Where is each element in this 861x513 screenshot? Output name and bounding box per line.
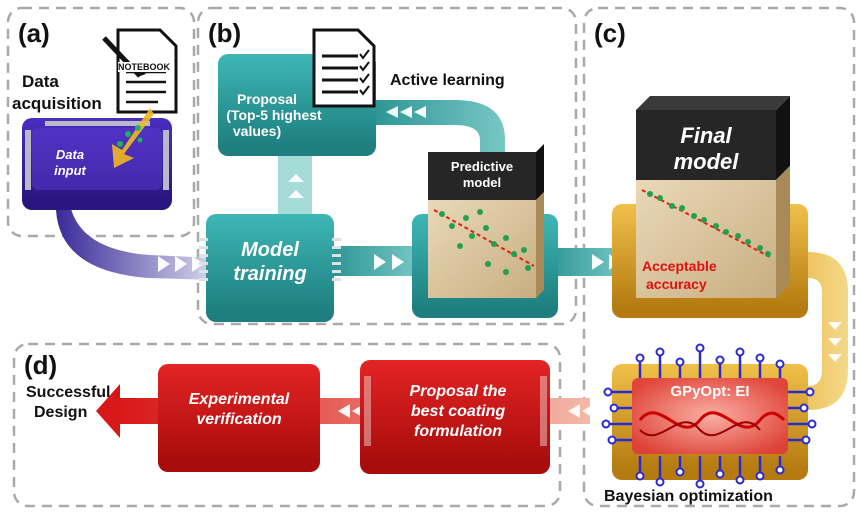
panel-c-label: (c) (594, 18, 626, 48)
proposal-best-line1: Proposal the (409, 383, 507, 400)
bayesian-chip (601, 343, 817, 489)
panel-a-label: (a) (18, 18, 50, 48)
experimental-verification-line2: verification (196, 411, 282, 428)
lane-purple (56, 205, 215, 280)
data-arrow (112, 108, 154, 168)
model-training-line1: Model (241, 239, 299, 261)
data-input-line1: Data (55, 147, 85, 162)
proposal-best-line2: best coating (410, 403, 506, 420)
data-acquisition-line2: acquisition (12, 94, 102, 113)
successful-design-line2: Design (34, 404, 88, 421)
data-input-line2: input (54, 163, 86, 178)
predictive-model-line1: Predictive (450, 159, 514, 174)
red-arrow-head (96, 384, 120, 438)
notebook-label: NOTEBOOK (118, 62, 171, 72)
panel-a-frame (6, 6, 196, 238)
proposal-top5-line3: values) (232, 123, 282, 139)
experimental-chip (158, 364, 320, 472)
active-learning-label: Active learning (390, 72, 505, 89)
panel-c-frame (582, 6, 856, 508)
proposal-top5-line2: (Top-5 highest (226, 107, 322, 123)
panel-d-frame (12, 342, 562, 508)
gpyopt-label: GPyOpt: EI (670, 383, 750, 400)
data-acquisition-line1: Data (22, 72, 59, 91)
experimental-verification-line1: Experimental (188, 391, 290, 408)
successful-design-line1: Successful (26, 384, 111, 401)
panel-b-frame (196, 6, 578, 326)
proposal-best-chip (360, 360, 550, 474)
predictive-model-box (428, 144, 544, 298)
acceptable-accuracy-line1: Acceptable (642, 258, 717, 274)
proposal-top5-line1: Proposal (237, 91, 297, 107)
lane-active-learning (370, 100, 505, 160)
proposal-best-line3: formulation (414, 423, 502, 440)
data-dots (117, 125, 143, 147)
predictive-model-line2: model (462, 175, 502, 190)
lane-gold (770, 252, 848, 410)
model-training-chip (199, 214, 341, 322)
acceptable-accuracy-line2: accuracy (646, 276, 707, 292)
model-training-line2: training (233, 263, 307, 285)
panel-frames (6, 6, 856, 508)
checklist-icon (312, 28, 376, 108)
final-model-box (636, 96, 790, 298)
panel-b-label: (b) (208, 18, 242, 48)
final-model-line1: Final (680, 123, 732, 148)
bayesian-optimization-label: Bayesian optimization (604, 488, 773, 505)
panel-d-label: (d) (24, 350, 58, 380)
final-model-line2: model (673, 149, 739, 174)
